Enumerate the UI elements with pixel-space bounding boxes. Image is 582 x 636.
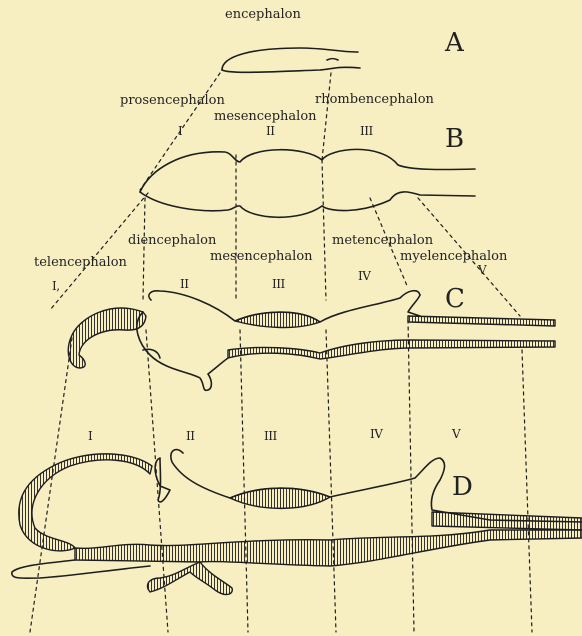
stage-d-tube	[12, 450, 582, 595]
stage-b-tube	[140, 149, 475, 217]
roman-d-5: V	[452, 428, 460, 440]
roman-c-5: V	[478, 264, 486, 276]
roman-c-4: IV	[358, 270, 370, 282]
roman-c-2: II	[180, 278, 188, 290]
stage-letter-b: B	[445, 126, 464, 152]
label-encephalon: encephalon	[225, 8, 301, 21]
stage-letter-d: D	[452, 474, 473, 500]
roman-d-3: III	[264, 430, 277, 442]
stage-letter-a: A	[445, 30, 464, 56]
stage-letter-c: C	[445, 286, 465, 312]
label-telencephalon: telencephalon	[34, 256, 127, 269]
roman-d-1: I	[88, 430, 92, 442]
label-mesencephalon-c: mesencephalon	[210, 250, 313, 263]
label-rhombencephalon: rhombencephalon	[315, 93, 434, 106]
label-myelencephalon: myelencephalon	[400, 250, 507, 263]
roman-c-3: III	[272, 278, 285, 290]
roman-c-1: I,	[52, 280, 60, 292]
label-mesencephalon-b: mesencephalon	[214, 110, 317, 123]
label-metencephalon: metencephalon	[332, 234, 433, 247]
label-diencephalon: diencephalon	[128, 234, 216, 247]
stage-a-tube	[222, 48, 360, 72]
label-prosencephalon: prosencephalon	[120, 94, 225, 107]
roman-b-1: I	[178, 125, 182, 137]
stage-c-tube	[68, 291, 555, 391]
roman-d-4: IV	[370, 428, 382, 440]
roman-d-2: II	[186, 430, 194, 442]
roman-b-3: III	[360, 125, 373, 137]
roman-b-2: II	[266, 125, 274, 137]
